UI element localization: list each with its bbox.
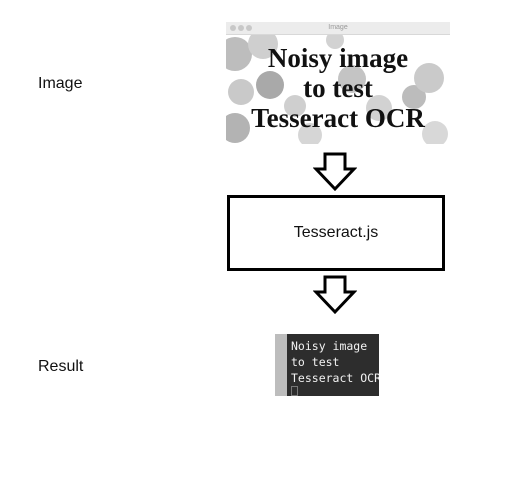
- maximize-dot-icon: [246, 25, 252, 31]
- noise-blob: [366, 95, 392, 121]
- input-image-window: Image Noisy image to test Tesseract OCR: [226, 22, 450, 144]
- noisy-text-line: Tesseract OCR: [251, 103, 425, 133]
- down-arrow-icon: [313, 275, 357, 315]
- image-label: Image: [38, 75, 83, 92]
- noisy-text-line: Noisy image: [267, 43, 409, 73]
- noise-blob: [284, 95, 306, 117]
- noise-blob: [414, 63, 444, 93]
- window-titlebar: Image: [226, 22, 450, 35]
- noisy-image: Noisy image to test Tesseract OCR: [226, 35, 450, 144]
- window-title: Image: [328, 24, 348, 31]
- result-text-line: Noisy image: [291, 339, 368, 353]
- terminal-edge: [275, 334, 287, 396]
- tesseract-process-box: Tesseract.js: [227, 195, 445, 271]
- process-label: Tesseract.js: [293, 224, 379, 241]
- noisy-image-text: Noisy image to test Tesseract OCR: [226, 43, 450, 133]
- terminal-cursor: [291, 386, 298, 396]
- noise-blob: [256, 71, 284, 99]
- noise-blob: [422, 121, 448, 144]
- noise-blob: [228, 79, 254, 105]
- noise-blob: [226, 113, 250, 143]
- down-arrow-icon: [313, 152, 357, 192]
- noise-blob: [226, 37, 252, 71]
- result-label: Result: [38, 358, 84, 375]
- minimize-dot-icon: [238, 25, 244, 31]
- noise-blob: [248, 35, 278, 59]
- noise-blob: [338, 65, 366, 93]
- noise-blob: [326, 35, 344, 49]
- noise-blob: [298, 123, 322, 144]
- result-text-line: Tesseract OCR: [291, 371, 379, 385]
- result-text-line: to test: [291, 355, 340, 369]
- noisy-text-line: to test: [303, 73, 373, 103]
- close-dot-icon: [230, 25, 236, 31]
